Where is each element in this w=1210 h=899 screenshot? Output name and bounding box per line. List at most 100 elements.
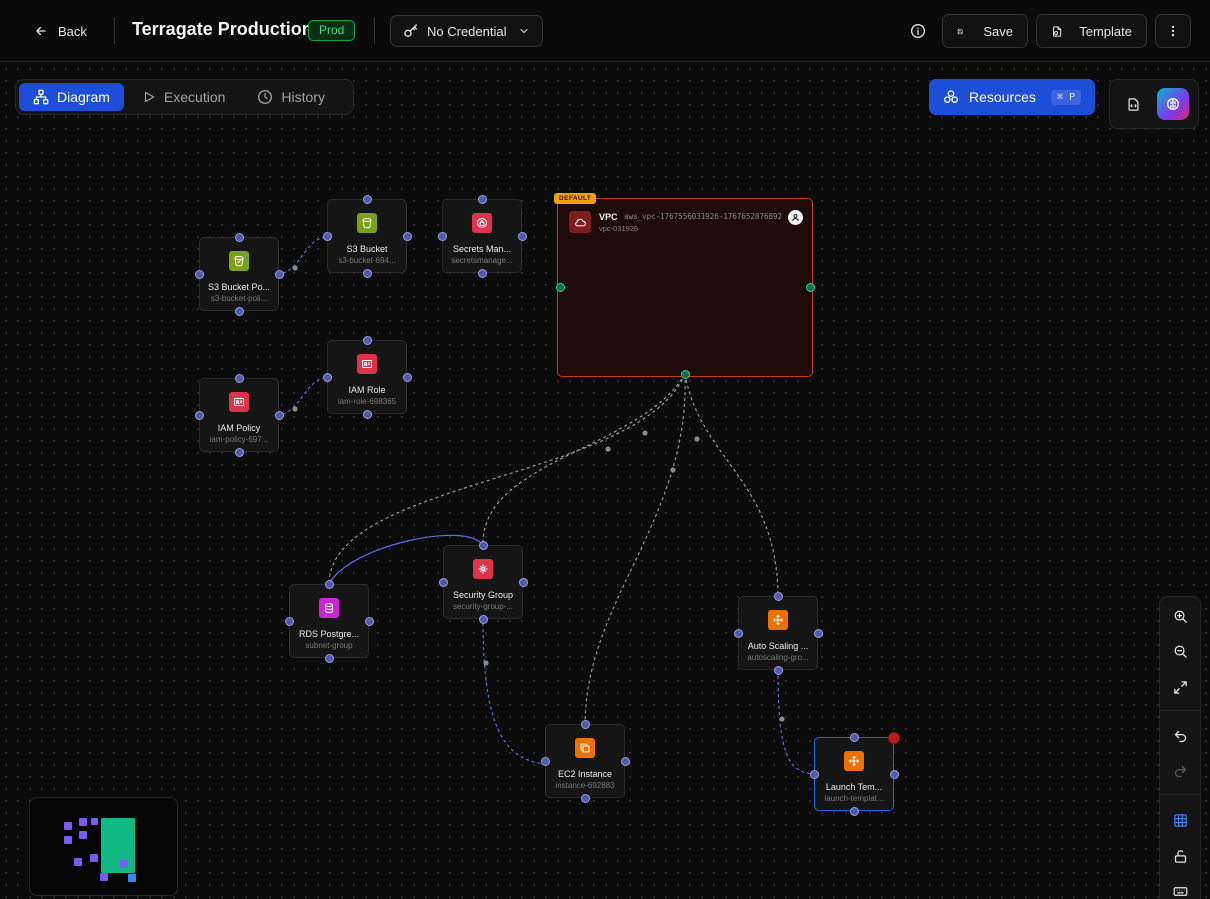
port[interactable] <box>519 578 528 587</box>
node-security-group[interactable]: Security Group security-group-... <box>443 545 523 619</box>
side-panel <box>1109 79 1199 129</box>
zoom-out-button[interactable] <box>1169 640 1191 662</box>
port[interactable] <box>810 770 819 779</box>
ai-assistant-button[interactable] <box>1157 88 1189 120</box>
port[interactable] <box>235 307 244 316</box>
chevron-down-icon <box>518 25 530 37</box>
node-id: s3-bucket-694... <box>332 256 402 265</box>
minimap-vpc <box>101 818 135 873</box>
page-title: Terragate Production <box>132 19 313 40</box>
port[interactable] <box>581 720 590 729</box>
tab-history[interactable]: History <box>243 83 339 111</box>
port[interactable] <box>363 410 372 419</box>
port[interactable] <box>850 733 859 742</box>
redo-icon <box>1173 764 1188 779</box>
shortcut-badge: ⌘ P <box>1051 90 1081 105</box>
port[interactable] <box>235 374 244 383</box>
port[interactable] <box>621 757 630 766</box>
minimap-node <box>90 854 98 862</box>
redo-button[interactable] <box>1169 760 1191 782</box>
node-secrets-manager[interactable]: Secrets Man... secretsmanage... <box>442 199 522 273</box>
back-label: Back <box>58 24 87 39</box>
zoom-in-button[interactable] <box>1169 605 1191 627</box>
node-id: subnet-group <box>294 641 364 650</box>
template-button[interactable]: Template <box>1036 14 1147 48</box>
port[interactable] <box>556 283 565 292</box>
node-iam-policy[interactable]: IAM Policy iam-policy-697... <box>199 378 279 452</box>
minimap[interactable] <box>29 797 178 896</box>
node-name: S3 Bucket Po... <box>204 282 274 292</box>
node-iam-role[interactable]: IAM Role iam-role-698365 <box>327 340 407 414</box>
node-ec2[interactable]: EC2 Instance instance-692883 <box>545 724 625 798</box>
port[interactable] <box>325 654 334 663</box>
canvas-toolbar <box>1159 596 1201 899</box>
lock-button[interactable] <box>1169 845 1191 867</box>
port[interactable] <box>734 629 743 638</box>
port[interactable] <box>438 232 447 241</box>
node-id: autoscaling-gro... <box>743 653 813 662</box>
key-icon <box>403 23 419 39</box>
port[interactable] <box>806 283 815 292</box>
port[interactable] <box>890 770 899 779</box>
port[interactable] <box>518 232 527 241</box>
port[interactable] <box>850 807 859 816</box>
more-button[interactable] <box>1155 14 1191 48</box>
info-button[interactable] <box>906 19 930 43</box>
default-badge: DEFAULT <box>554 193 596 204</box>
tab-execution[interactable]: Execution <box>128 83 239 111</box>
port[interactable] <box>478 195 487 204</box>
port[interactable] <box>235 448 244 457</box>
grid-toggle-button[interactable] <box>1169 809 1191 831</box>
port[interactable] <box>681 370 690 379</box>
undo-button[interactable] <box>1169 725 1191 747</box>
port[interactable] <box>403 373 412 382</box>
tab-diagram[interactable]: Diagram <box>19 83 124 111</box>
port[interactable] <box>325 580 334 589</box>
port[interactable] <box>478 269 487 278</box>
minimap-node <box>100 873 108 881</box>
port[interactable] <box>195 270 204 279</box>
node-id: iam-role-698365 <box>332 397 402 406</box>
vpc-container[interactable]: DEFAULT VPC aws_vpc-1767556031926-176765… <box>557 198 813 377</box>
port[interactable] <box>275 411 284 420</box>
port[interactable] <box>235 233 244 242</box>
user-icon[interactable] <box>788 210 803 225</box>
port[interactable] <box>365 617 374 626</box>
port[interactable] <box>275 270 284 279</box>
port[interactable] <box>363 336 372 345</box>
back-button[interactable]: Back <box>24 16 97 46</box>
node-autoscaling[interactable]: Auto Scaling ... autoscaling-gro... <box>738 596 818 670</box>
port[interactable] <box>285 617 294 626</box>
port[interactable] <box>814 629 823 638</box>
keyboard-shortcuts-button[interactable] <box>1169 880 1191 899</box>
node-launch-template[interactable]: Launch Tem... launch-templat... <box>814 737 894 811</box>
credential-select[interactable]: No Credential <box>390 15 543 47</box>
node-name: Security Group <box>448 590 518 600</box>
node-rds[interactable]: RDS Postgre... subnet-group <box>289 584 369 658</box>
error-badge[interactable] <box>888 732 900 744</box>
node-id: s3-bucket-poli... <box>204 294 274 303</box>
save-button[interactable]: Save <box>942 14 1028 48</box>
port[interactable] <box>323 373 332 382</box>
vpc-title: VPC <box>599 212 618 222</box>
port[interactable] <box>323 232 332 241</box>
port[interactable] <box>479 541 488 550</box>
port[interactable] <box>363 195 372 204</box>
port[interactable] <box>774 666 783 675</box>
port[interactable] <box>581 794 590 803</box>
resources-button[interactable]: Resources ⌘ P <box>929 79 1095 115</box>
port[interactable] <box>541 757 550 766</box>
id-card-icon <box>229 392 249 412</box>
clock-icon <box>257 89 273 105</box>
port[interactable] <box>403 232 412 241</box>
port[interactable] <box>363 269 372 278</box>
port[interactable] <box>479 615 488 624</box>
node-s3-bucket[interactable]: S3 Bucket s3-bucket-694... <box>327 199 407 273</box>
code-button[interactable] <box>1119 90 1147 118</box>
port[interactable] <box>195 411 204 420</box>
undo-icon <box>1173 729 1188 744</box>
port[interactable] <box>774 592 783 601</box>
port[interactable] <box>439 578 448 587</box>
fit-view-button[interactable] <box>1169 676 1191 698</box>
node-s3-bucket-policy[interactable]: S3 Bucket Po... s3-bucket-poli... <box>199 237 279 311</box>
